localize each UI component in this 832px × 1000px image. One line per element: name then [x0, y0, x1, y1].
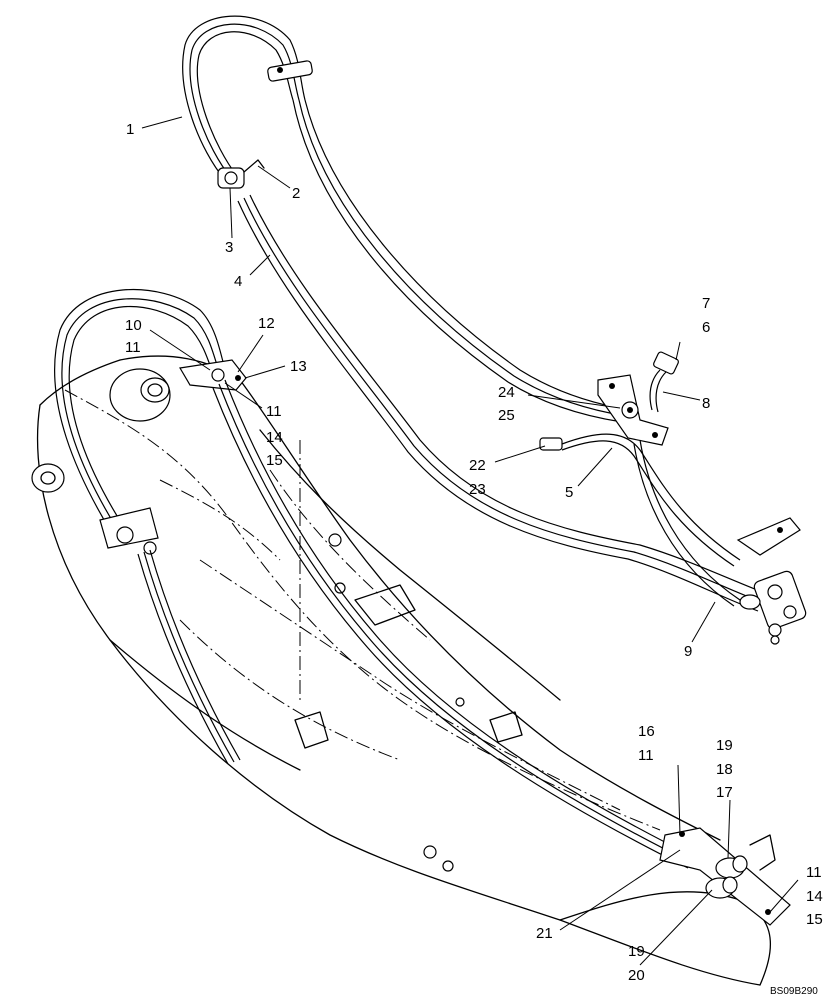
callout-labels: 1 2 3 4 5 6 7 8 9 10 11 12 13 11 14 15 2…: [125, 121, 823, 997]
callout-10: 10: [125, 317, 142, 334]
callout-17: 17: [716, 784, 733, 801]
left-hose-loop: [54, 288, 701, 869]
reference-code: BS09B290: [770, 986, 818, 997]
callout-8: 8: [702, 395, 710, 412]
callout-23: 23: [469, 481, 486, 498]
loader-arm: [31, 355, 772, 986]
callout-4: 4: [234, 273, 242, 290]
callout-6: 6: [702, 319, 710, 336]
callout-24: 24: [498, 384, 515, 401]
callout-16: 16: [638, 723, 655, 740]
callout-22: 22: [469, 457, 486, 474]
callout-14-b: 14: [806, 888, 823, 905]
callout-11-a: 11: [125, 339, 141, 356]
leader-lines: [141, 116, 799, 966]
callout-15-b: 15: [806, 911, 823, 928]
right-valve-block: [539, 351, 807, 645]
callout-25: 25: [498, 407, 515, 424]
callout-19-b: 19: [628, 943, 645, 960]
callout-11-d: 11: [806, 864, 822, 881]
callout-11-b: 11: [266, 403, 282, 420]
callout-1: 1: [126, 121, 134, 138]
callout-11-c: 11: [638, 747, 654, 764]
hose-4-run: [217, 159, 771, 612]
callout-19-a: 19: [716, 737, 733, 754]
callout-21: 21: [536, 925, 553, 942]
quick-coupler-block: [659, 827, 791, 926]
callout-12: 12: [258, 315, 275, 332]
callout-3: 3: [225, 239, 233, 256]
callout-15-a: 15: [266, 452, 283, 469]
upper-hose-loop: [182, 15, 631, 423]
callout-14-a: 14: [266, 429, 283, 446]
callout-5: 5: [565, 484, 573, 501]
callout-18: 18: [716, 761, 733, 778]
callout-13: 13: [290, 358, 307, 375]
callout-2: 2: [292, 185, 300, 202]
callout-20: 20: [628, 967, 645, 984]
callout-9: 9: [684, 643, 692, 660]
callout-7: 7: [702, 295, 710, 312]
